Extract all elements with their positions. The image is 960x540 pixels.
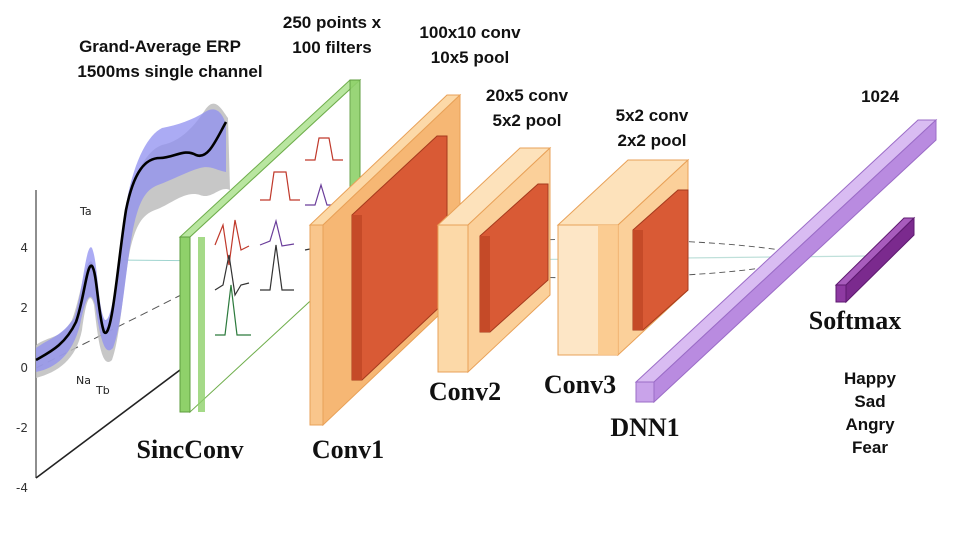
sincconv-layer: SincConv 250 points x 100 filters (137, 13, 382, 464)
conv1-layer: Conv1 100x10 conv 10x5 pool (308, 23, 521, 464)
sinc-filter-plot (260, 171, 300, 201)
erp-title-line1: Grand-Average ERP (79, 37, 241, 56)
erp-y-tick-label: -4 (16, 481, 28, 495)
conv1-desc-line2: 10x5 pool (431, 48, 509, 67)
erp-peak-label: Ta (79, 205, 92, 218)
dnn1-layer: DNN1 1024 (610, 87, 938, 442)
dnn1-label: DNN1 (610, 413, 679, 442)
conv1-front-face (309, 224, 324, 426)
conv1-kernel-front (352, 215, 362, 380)
sinc-filter-plot (260, 244, 294, 291)
conv3-desc-line2: 2x2 pool (618, 131, 687, 150)
softmax-label: Softmax (809, 306, 901, 335)
class-label: Fear (852, 438, 888, 457)
conv1-label: Conv1 (312, 435, 384, 464)
erp-y-tick-label: -2 (16, 421, 28, 435)
dnn1-units-label: 1024 (861, 87, 899, 106)
conv2-kernel-front (480, 236, 490, 332)
conv2-label: Conv2 (429, 377, 501, 406)
erp-panel: 4 2 0 -2 -4 Ta Na Tb Grand-Average ERP 1… (16, 37, 331, 495)
conv2-front-face (437, 224, 469, 373)
dnn1-side-face (653, 118, 937, 404)
erp-y-tick-label: 2 (20, 301, 28, 315)
conv3-label: Conv3 (544, 370, 616, 399)
erp-peak-label: Tb (95, 384, 110, 397)
conv2-layer: Conv2 20x5 conv 5x2 pool (429, 86, 569, 406)
erp-waveform (35, 121, 228, 362)
erp-title-line2: 1500ms single channel (77, 62, 262, 81)
sincconv-label: SincConv (137, 435, 244, 464)
conv1-desc-line1: 100x10 conv (419, 23, 521, 42)
conv3-kernel-front (633, 230, 643, 330)
conv3-layer: Conv3 5x2 conv 2x2 pool (544, 106, 690, 399)
sincconv-front-face (179, 236, 191, 413)
class-label: Sad (854, 392, 885, 411)
class-label: Happy (844, 369, 897, 388)
erp-blue-band (36, 109, 226, 372)
conv2-desc-line1: 20x5 conv (486, 86, 569, 105)
sinc-filter-plot (215, 284, 251, 336)
erp-y-tick-label: 4 (20, 241, 28, 255)
sinc-filter-plot (214, 254, 250, 297)
sinc-filter-plot (259, 218, 295, 247)
dnn1-front-face (635, 381, 655, 403)
conv2-desc-line2: 5x2 pool (493, 111, 562, 130)
flow-dashed-curve (309, 238, 781, 261)
softmax-front-face (835, 284, 847, 303)
erp-y-tick-label: 0 (20, 361, 28, 375)
softmax-layer: Softmax (809, 216, 916, 335)
sinc-filter-plot (214, 219, 250, 266)
sincconv-desc-line1: 250 points x (283, 13, 382, 32)
conv3-front-strip (598, 225, 618, 355)
conv3-desc-line1: 5x2 conv (616, 106, 689, 125)
softmax-top-face (834, 217, 916, 286)
softmax-side-face (845, 216, 915, 304)
erp-peak-label: Na (76, 374, 91, 387)
sincconv-desc-line2: 100 filters (292, 38, 371, 57)
sinc-filter-plot (305, 137, 343, 161)
class-label: Angry (845, 415, 895, 434)
flow-dashed-curve (309, 261, 781, 279)
output-classes: Happy Sad Angry Fear (844, 369, 897, 457)
sincconv-front-strip (198, 237, 205, 412)
